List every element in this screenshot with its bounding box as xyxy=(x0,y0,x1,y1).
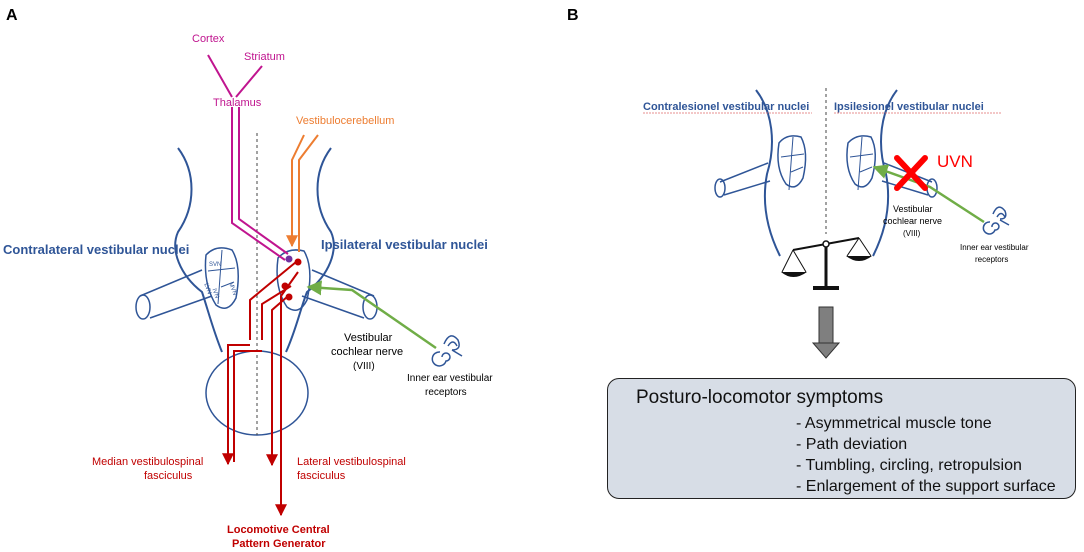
brainstem-outline xyxy=(174,147,335,353)
striatum-label: Striatum xyxy=(244,51,285,63)
lateral-fasciculus-line2: fasciculus xyxy=(297,470,346,482)
mvn-label: MVN xyxy=(227,282,237,297)
contralateral-nuclei-diagram: SVN MVN LVN IVN xyxy=(202,247,239,309)
nerve-label-b-line1: Vestibular xyxy=(893,204,933,214)
symptom-item: - Enlargement of the support surface xyxy=(796,478,1056,495)
svn-label: SVN xyxy=(209,262,221,268)
panel-a-letter: A xyxy=(6,7,18,24)
symptom-item: - Tumbling, circling, retropulsion xyxy=(796,457,1022,474)
lateral-fasciculus-line1: Lateral vestibulospinal xyxy=(297,456,406,468)
median-fasciculus-line1: Median vestibulospinal xyxy=(92,456,203,468)
imbalance-scale-icon xyxy=(781,237,872,290)
ivn-label: IVN xyxy=(210,288,219,299)
nerve-label-b-line3: (VIII) xyxy=(903,229,921,238)
cerebellar-pathway xyxy=(286,134,319,252)
contralesional-nuclei-diagram xyxy=(777,135,807,191)
thalamic-synapse xyxy=(285,255,293,263)
median-fasciculus-line2: fasciculus xyxy=(144,470,193,482)
inner-ear-label-line1: Inner ear vestibular xyxy=(407,373,493,384)
cpg-label-line2: Pattern Generator xyxy=(232,538,326,550)
contralateral-nuclei-label: Contralateral vestibular nuclei xyxy=(3,242,189,257)
symptoms-title: Posturo-locomotor symptoms xyxy=(636,387,884,408)
symptom-item: - Path deviation xyxy=(796,436,908,453)
inner-ear-icon xyxy=(431,335,463,367)
inner-ear-icon-b xyxy=(982,206,1010,235)
ipsilesional-nuclei-diagram xyxy=(846,135,876,191)
inner-ear-label-b-line2: receptors xyxy=(975,255,1008,264)
nerve-label-line1: Vestibular xyxy=(344,332,393,344)
panel-b-letter: B xyxy=(567,7,579,24)
ipsilesional-nuclei-label: Ipsilesionel vestibular nuclei xyxy=(834,101,984,113)
nerve-label-line2: cochlear nerve xyxy=(331,346,403,358)
nerve-label-b-line2: cochlear nerve xyxy=(883,216,942,226)
lesion-cross-icon xyxy=(894,155,928,191)
symptom-item: - Asymmetrical muscle tone xyxy=(796,415,992,432)
vestibulocerebellum-label: Vestibulocerebellum xyxy=(296,115,394,127)
cpg-label-line1: Locomotive Central xyxy=(227,524,330,536)
inner-ear-label-line2: receptors xyxy=(425,387,467,398)
symptoms-box: Posturo-locomotor symptoms - Asymmetrica… xyxy=(607,378,1076,499)
down-arrow-icon xyxy=(811,306,841,359)
contralesional-nuclei-label: Contralesionel vestibular nuclei xyxy=(643,101,809,113)
ipsilateral-nuclei-label: Ipsilateral vestibular nuclei xyxy=(321,237,488,252)
vestibular-nerve-arrow xyxy=(306,280,437,350)
vestibulospinal-pathways xyxy=(222,261,299,517)
uvn-label: UVN xyxy=(937,152,973,171)
thalamus-label: Thalamus xyxy=(213,97,262,109)
vestibular-nerve-arrow-b xyxy=(872,164,985,224)
cortex-label: Cortex xyxy=(192,33,225,45)
inner-ear-label-b-line1: Inner ear vestibular xyxy=(960,243,1029,252)
lvn-label: LVN xyxy=(202,283,211,296)
cerebellar-peduncles xyxy=(135,269,378,320)
cortico-thalamic-pathways xyxy=(207,54,289,261)
nerve-label-line3: (VIII) xyxy=(353,361,375,372)
vestibular-nuclei-synapses xyxy=(281,258,302,301)
